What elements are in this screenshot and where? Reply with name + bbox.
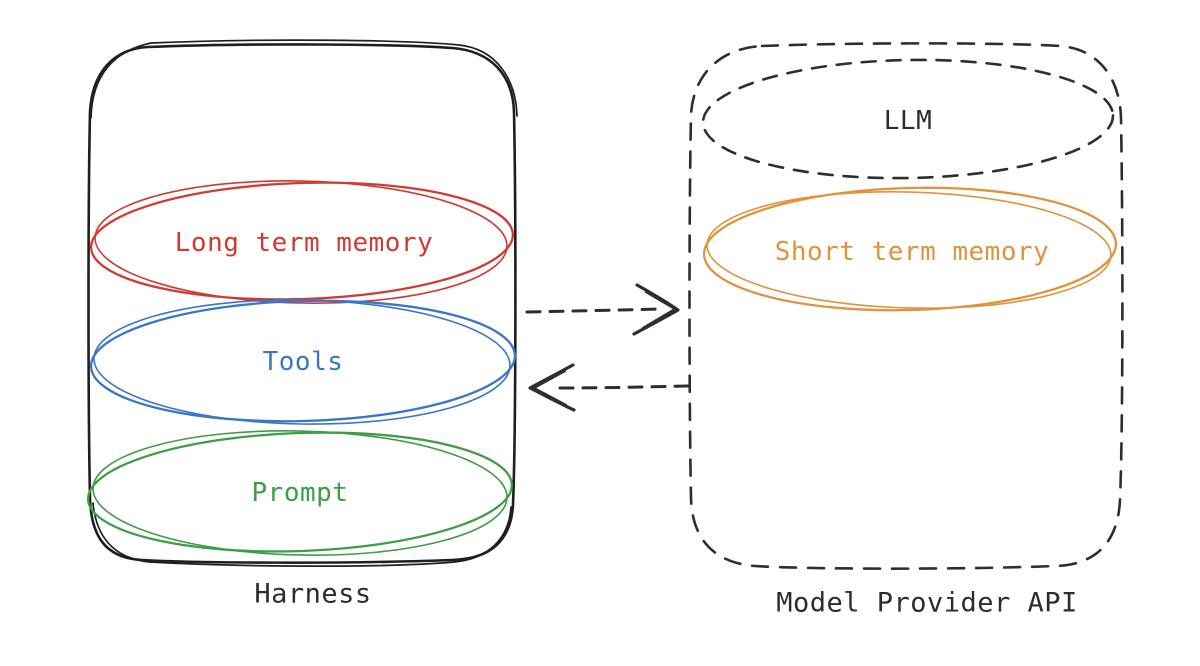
harness-box-overdraw-bottom [92, 502, 512, 567]
node-short-term-memory: Short term memory [702, 186, 1118, 312]
arrow-left-shaft [558, 384, 690, 390]
arrow-right-head-overdraw [641, 290, 678, 330]
long-term-memory-ellipse [89, 181, 515, 301]
provider-caption: Model Provider API [776, 588, 1078, 619]
arrow-provider-to-harness [528, 363, 690, 412]
arrow-right-head-icon [632, 283, 680, 336]
arrow-left-head-overdraw [531, 369, 568, 407]
node-long-term-memory: Long term memory [89, 180, 515, 304]
provider-box [688, 42, 1124, 570]
node-prompt: Prompt [86, 430, 514, 556]
tools-ellipse-overdraw [93, 299, 511, 425]
llm-ellipse [701, 58, 1115, 180]
prompt-ellipse [86, 431, 514, 553]
harness-box-outline [87, 43, 517, 564]
short-term-memory-ellipse-overdraw [706, 190, 1112, 310]
provider-box-outline [688, 42, 1124, 570]
harness-caption: Harness [254, 579, 371, 610]
arrow-left-head-icon [528, 363, 576, 412]
llm-label: LLM [884, 106, 932, 136]
node-llm: LLM [701, 58, 1115, 180]
arrow-harness-to-provider [525, 283, 680, 336]
tools-ellipse [89, 299, 517, 423]
prompt-label: Prompt [252, 478, 349, 508]
long-term-memory-ellipse-overdraw [94, 180, 508, 304]
short-term-memory-label: Short term memory [775, 237, 1050, 267]
arrow-right-shaft [525, 307, 662, 314]
long-term-memory-label: Long term memory [175, 228, 433, 258]
harness-box [87, 39, 518, 567]
short-term-memory-ellipse [702, 186, 1118, 312]
harness-box-overdraw-top [90, 39, 518, 119]
prompt-ellipse-overdraw [92, 430, 508, 556]
node-tools: Tools [89, 299, 517, 425]
tools-label: Tools [263, 347, 344, 377]
